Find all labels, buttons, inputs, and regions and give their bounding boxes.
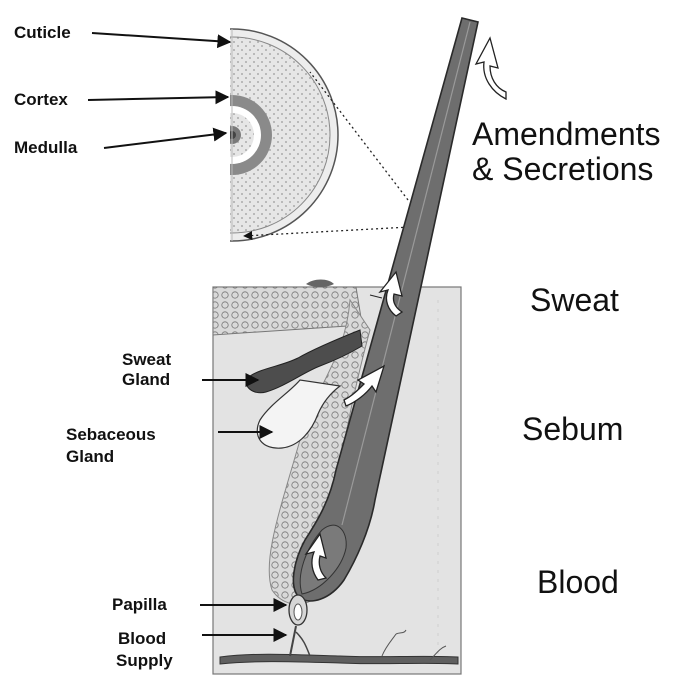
cuticle-arrow: [92, 33, 230, 42]
label-blood-supply-line1: Blood: [118, 629, 166, 648]
label-sweat: Sweat: [530, 283, 619, 317]
surface-flake: [306, 280, 334, 288]
label-sebaceous-gland-line1: Sebaceous: [66, 425, 156, 444]
label-papilla: Papilla: [112, 595, 167, 614]
label-sweat-gland-line1: Sweat: [122, 350, 171, 369]
label-amendments-line2: & Secretions: [472, 152, 653, 186]
medulla-arrow: [104, 133, 226, 148]
label-cortex: Cortex: [14, 90, 68, 109]
label-amendments-line1: Amendments: [472, 117, 661, 151]
cortex-arrow: [88, 97, 228, 100]
label-sebum: Sebum: [522, 412, 623, 446]
label-sweat-gland-line2: Gland: [122, 370, 170, 389]
label-blood: Blood: [537, 565, 619, 599]
label-blood-supply-line2: Supply: [116, 651, 173, 670]
label-sebaceous-gland-line2: Gland: [66, 447, 114, 466]
label-medulla: Medulla: [14, 138, 77, 157]
label-cuticle: Cuticle: [14, 23, 71, 42]
arrow-amendments-icon: [476, 38, 506, 99]
